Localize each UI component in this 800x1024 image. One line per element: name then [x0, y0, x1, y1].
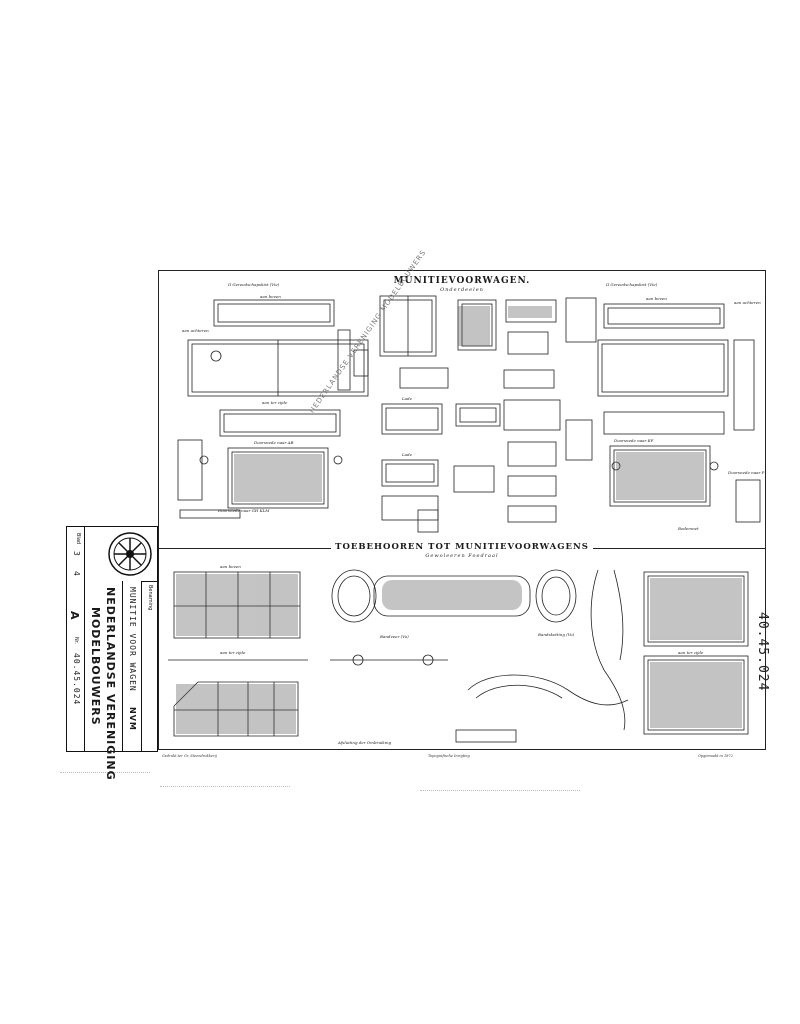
label-side-view-bag: aan ter zijde	[678, 650, 704, 655]
label-side-view-left: aan ter zijde	[262, 400, 288, 405]
nvm-abbrev: NVM	[128, 707, 137, 731]
label-section-ef: Doorsnede naar EF	[614, 438, 654, 443]
benaming-label: Benaming	[147, 585, 153, 611]
org-name-line2: MODELBOUWERS	[89, 607, 102, 726]
accessories-subtitle: Gewoleeren Foedraal	[425, 553, 499, 559]
label-top-view-right: aan boven	[646, 296, 667, 301]
benaming-value: MUNITIE VOOR WAGEN	[128, 587, 137, 692]
label-toolbox-left: II Gereedschapskist (Vie)	[228, 282, 280, 287]
label-rear-view-left: aan achteren	[182, 328, 209, 333]
nr-value: 40.45.024	[72, 653, 81, 706]
sheet-frame	[158, 270, 766, 750]
org-name-line1: NEDERLANDSE VERENIGING	[104, 587, 117, 781]
label-band-spring: Bandveer (Vo)	[380, 634, 409, 639]
footer-date: Opgemaakt in 1872	[698, 754, 733, 758]
label-side-view-tray: aan ter zijde	[220, 650, 246, 655]
label-toolbox-right: II Gereedschapskist (Vie)	[606, 282, 658, 287]
label-drawer-1: Lade	[402, 396, 412, 401]
sheet-title: MUNITIEVOORWAGEN.	[393, 276, 531, 286]
label-drawer-2: Lade	[402, 452, 412, 457]
nr-label: Nr.	[73, 637, 79, 644]
label-section-ab: Doorsnede naar AB	[254, 440, 294, 445]
sheet-letter: A	[68, 611, 81, 621]
sheet-subtitle: Onderdeelen	[440, 287, 484, 293]
blad-label: Blad	[75, 533, 81, 545]
label-top-view-left: aan boven	[260, 294, 281, 299]
blad-value: 3	[72, 551, 81, 557]
label-band-chain: Bandsketting (Vo)	[538, 632, 575, 637]
technical-drawings	[168, 295, 761, 743]
drawing-sheet: MUNITIEVOORWAGEN. Onderdeelen	[158, 270, 768, 768]
footer-institute: Topografische Inrigting	[428, 754, 470, 758]
van-value: 4	[72, 571, 81, 577]
footer-printer: Gedrukt ter Gr. Steendrukkerij	[162, 754, 217, 758]
accessories-title: TOEBEHOOREN TOT MUNITIEVOORWAGENS	[158, 542, 766, 552]
label-section-ghklm: Doorsnede naar GH KLM	[218, 508, 270, 513]
label-rear-view-right: aan achteren	[734, 300, 761, 305]
label-closure: Afsluiting der Ombruiking	[338, 740, 392, 745]
label-top-view-tray: aan boven	[220, 564, 241, 569]
nvm-logo-icon	[108, 532, 152, 576]
label-bottom-net: Bodemnet	[678, 526, 699, 531]
title-block: Benaming MUNITIE VOOR WAGEN NVM NEDERLAN…	[66, 526, 158, 781]
label-section-p: Doorsnede naar P	[728, 470, 765, 475]
